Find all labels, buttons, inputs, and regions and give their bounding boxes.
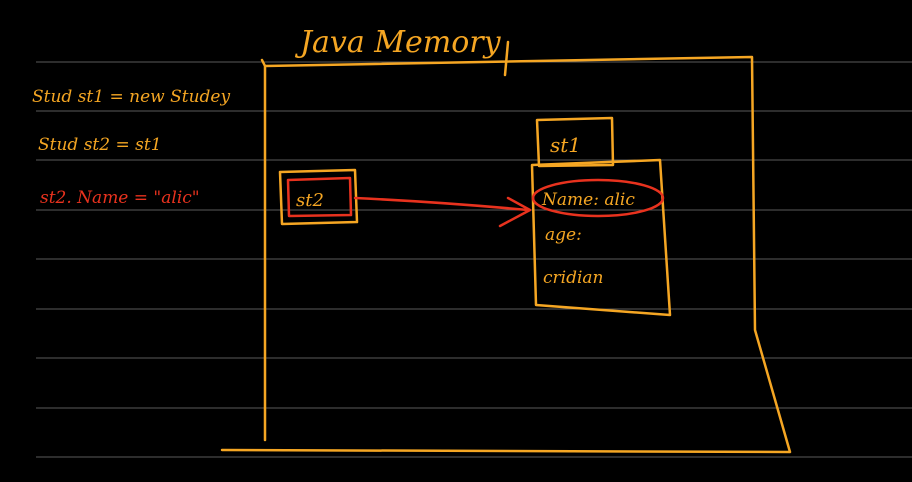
reference-label: st2 (296, 190, 324, 211)
ruled-lines (36, 61, 912, 458)
code-line-2: Stud st2 = st1 (38, 135, 162, 155)
code-line-3: st2. Name = "alic" (40, 188, 200, 208)
reference-outer-box (278, 168, 359, 226)
memory-frame (220, 55, 792, 454)
arrow-head-icon (498, 196, 532, 228)
reference-highlight-box (286, 176, 353, 218)
object-field-name: Name: alic (541, 190, 635, 210)
object-body: Name: alic age: cridian (530, 158, 672, 317)
code-line-1: Stud st1 = new Studey (32, 87, 230, 107)
diagram-title: Java Memory (294, 25, 502, 60)
reference-box: st2 (278, 168, 359, 226)
field-highlight-oval (531, 178, 665, 218)
object-field-age: age: (545, 225, 582, 245)
object-body-box (530, 158, 672, 317)
object-header-label: st1 (550, 133, 581, 157)
title-underline (503, 40, 510, 77)
reference-arrow (353, 196, 532, 228)
arrow-shaft (353, 196, 530, 212)
object-field-third: cridian (543, 268, 604, 288)
object-header: st1 (535, 116, 615, 168)
object-header-box (535, 116, 615, 168)
